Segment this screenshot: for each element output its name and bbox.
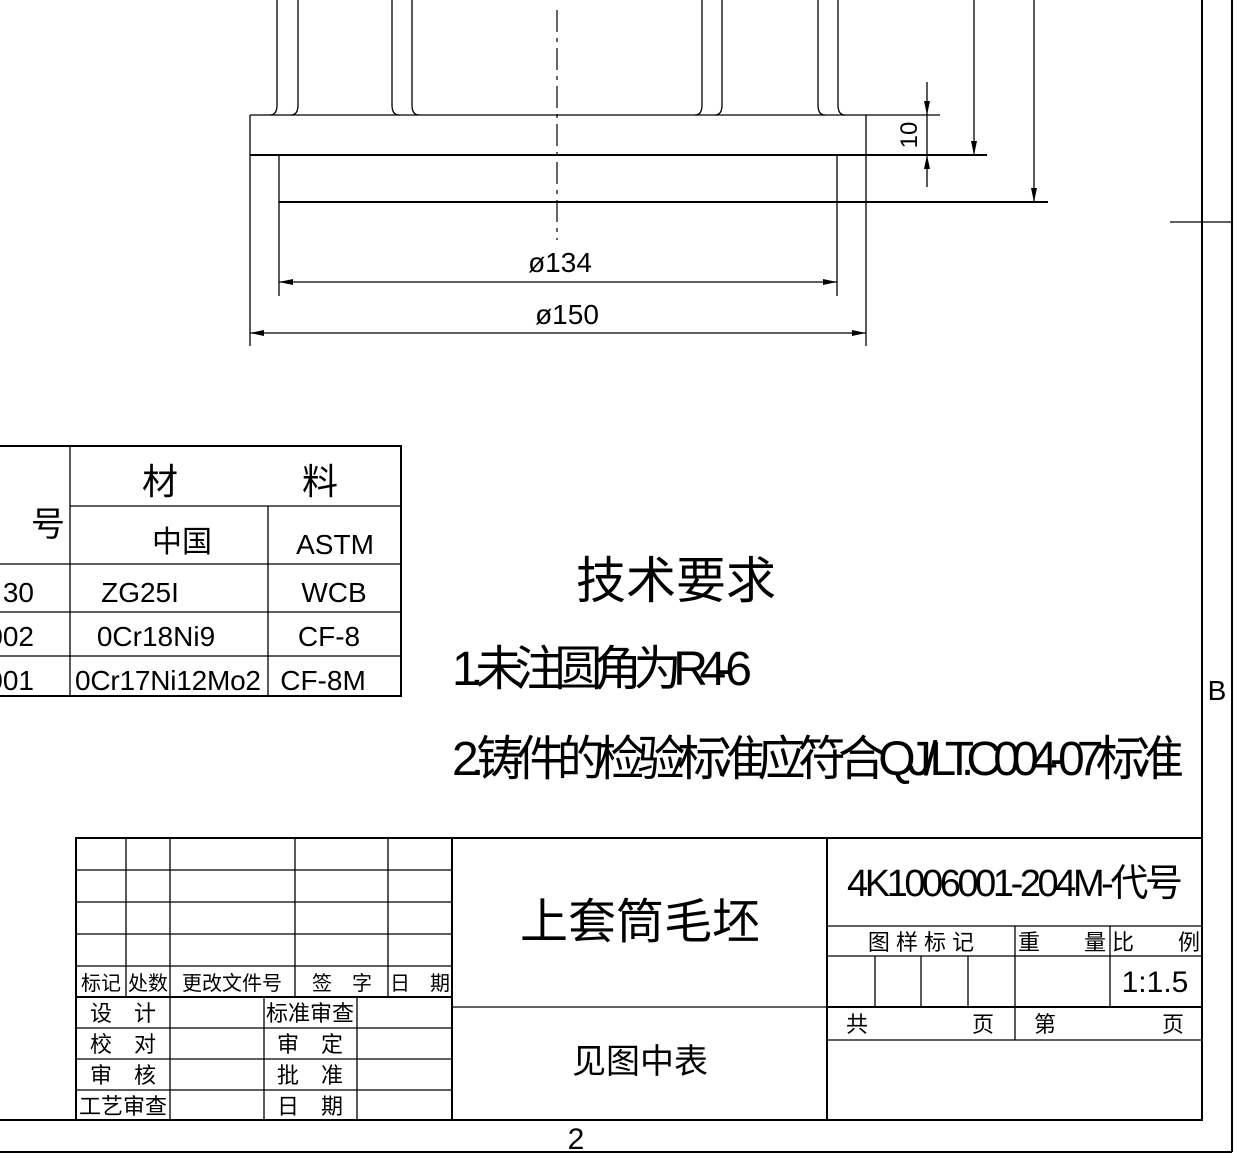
dimension-dia-150: ø150 xyxy=(250,299,866,336)
label-ratify: 批 准 xyxy=(277,1063,343,1088)
label-design: 设 计 xyxy=(90,1001,156,1026)
material-note: 见图中表 xyxy=(572,1043,708,1081)
label-change-doc: 更改文件号 xyxy=(182,972,282,995)
label-signature: 签 字 xyxy=(312,972,372,995)
label-process-review: 工艺审查 xyxy=(79,1094,167,1119)
zone-number: 2 xyxy=(568,1123,585,1156)
label-proofread: 校 对 xyxy=(90,1032,156,1057)
label-page: 页 xyxy=(1162,1012,1184,1037)
label-review: 审 核 xyxy=(90,1063,156,1088)
table-row: 001 0Cr17Ni12Mo2 CF-8M xyxy=(0,665,366,696)
part-name: 上套筒毛坯 xyxy=(520,896,760,949)
label-mark: 标记 xyxy=(81,972,121,995)
cell-astm: WCB xyxy=(301,577,366,608)
scale-value: 1:1.5 xyxy=(1122,966,1189,999)
label-page-no: 第 xyxy=(1034,1012,1056,1037)
cell-china: ZG25I xyxy=(101,577,179,608)
cell-china: 0Cr17Ni12Mo2 xyxy=(75,665,261,696)
dim-label: ø150 xyxy=(535,299,599,330)
tech-item: 2.铸件的检验标准应符合QJ/LT.C004-07标准 xyxy=(452,733,1184,786)
cell-china: 0Cr18Ni9 xyxy=(97,621,215,652)
label-date: 日 期 xyxy=(390,973,450,995)
dimension-dia-134: ø134 xyxy=(279,247,837,285)
label-pages: 页 xyxy=(972,1012,994,1037)
part-view: ø134 ø150 10 xyxy=(249,0,1048,346)
label-count: 处数 xyxy=(128,972,168,995)
technical-requirements: 技术要求 1.未注圆角为R4-6 2.铸件的检验标准应符合QJ/LT.C004-… xyxy=(452,553,1184,786)
header-code: 号 xyxy=(31,506,65,544)
title-block: 标记 处数 更改文件号 签 字 日 期 设 计 校 对 审 核 工艺审查 标准审… xyxy=(75,837,1203,1121)
label-weight: 重 量 xyxy=(1018,930,1106,955)
cell-astm: CF-8 xyxy=(298,621,360,652)
dim-label: ø134 xyxy=(528,247,592,278)
materials-table: 号 材 料 中国 ASTM 30 ZG25I WCB 002 0Cr18Ni9 … xyxy=(0,445,402,697)
cell-code: 30 xyxy=(3,577,34,608)
drawing-number: 4K1006001-204M-代号 xyxy=(847,863,1183,905)
label-approve: 审 定 xyxy=(277,1032,343,1057)
label-total: 共 xyxy=(846,1012,868,1037)
table-row: 002 0Cr18Ni9 CF-8 xyxy=(0,621,360,652)
walls xyxy=(269,0,846,116)
header-china: 中国 xyxy=(152,526,212,559)
label-standard-review: 标准审查 xyxy=(266,1001,354,1026)
dim-label: 10 xyxy=(896,122,923,149)
header-material: 材 xyxy=(142,461,178,502)
zone-letter: B xyxy=(1208,675,1227,706)
cell-code: 002 xyxy=(0,621,34,652)
header-material: 料 xyxy=(302,461,338,502)
tech-title: 技术要求 xyxy=(576,553,776,609)
label-date-2: 日 期 xyxy=(277,1094,343,1119)
dimension-thickness: 10 xyxy=(896,82,930,187)
cell-astm: CF-8M xyxy=(280,665,366,696)
table-row: 30 ZG25I WCB xyxy=(3,577,367,608)
label-scale: 比 例 xyxy=(1112,930,1200,955)
revision-table: 标记 处数 更改文件号 签 字 日 期 设 计 校 对 审 核 工艺审查 标准审… xyxy=(76,838,452,1120)
header-astm: ASTM xyxy=(296,529,374,560)
cell-code: 001 xyxy=(0,665,34,696)
tech-item: 1.未注圆角为R4-6 xyxy=(452,643,752,696)
label-drawing-mark: 图 样 标 记 xyxy=(868,930,974,955)
